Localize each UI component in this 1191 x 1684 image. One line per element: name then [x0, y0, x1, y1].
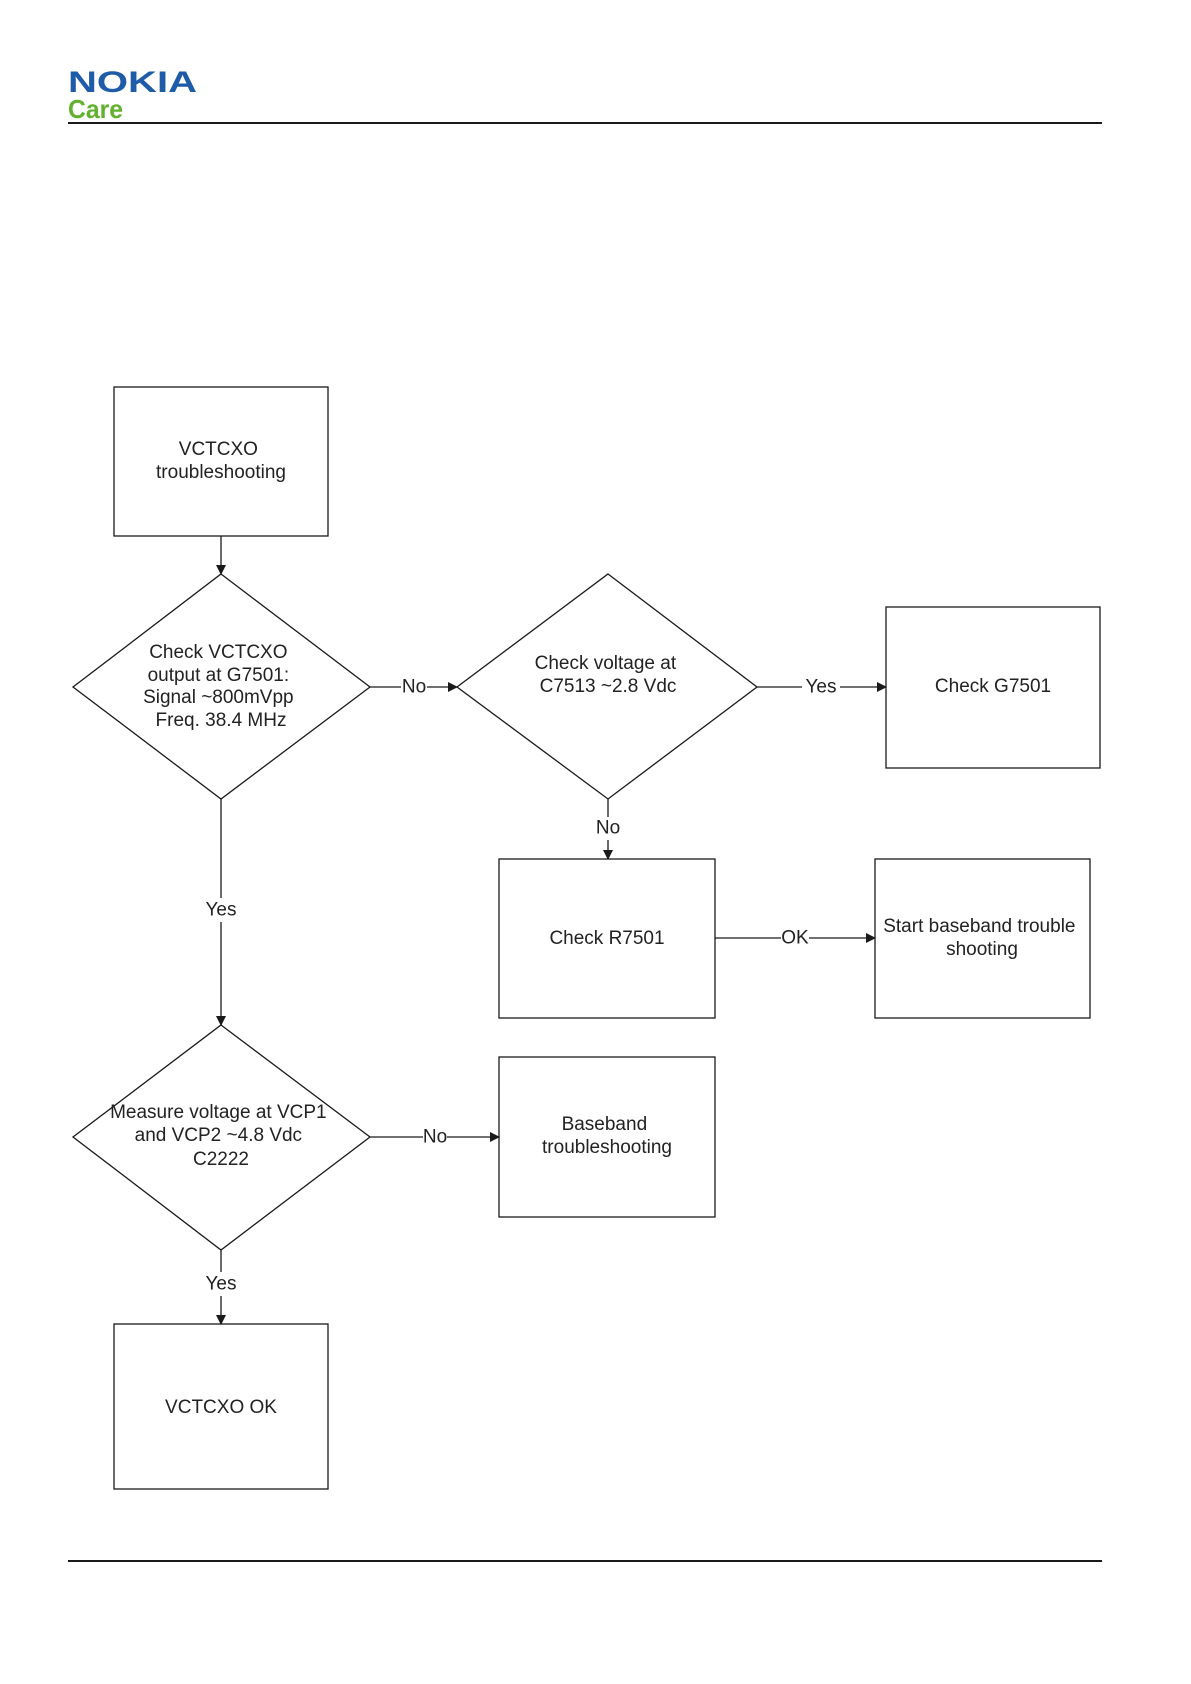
edge-label: No [596, 818, 620, 839]
edge-measure-to-baseband: No [370, 1127, 499, 1148]
node-label: Check VCTCXO output at G7501: Signal ~80… [143, 642, 299, 731]
node-label-line: Baseband [562, 1114, 648, 1135]
node-label-line: Measure voltage at VCP1 [110, 1102, 327, 1123]
node-label-line: C7513 ~2.8 Vdc [540, 676, 677, 697]
node-label-line: C2222 [193, 1149, 249, 1170]
node-start-baseband: Start baseband trouble shooting [875, 859, 1090, 1018]
edge-r7501-to-start-baseband: OK [715, 928, 875, 949]
node-label-line: Check R7501 [549, 928, 664, 949]
node-label: Check G7501 [935, 676, 1051, 697]
edge-label: OK [781, 928, 809, 949]
edge-voltage-to-r7501: No [596, 799, 620, 859]
node-start: VCTCXO troubleshooting [114, 387, 328, 536]
node-check-g7501: Check G7501 [886, 607, 1100, 768]
node-label-line: VCTCXO [179, 439, 258, 460]
node-label-line: Check G7501 [935, 676, 1051, 697]
node-vctcxo-ok: VCTCXO OK [114, 1324, 328, 1489]
node-label-line: Check voltage at [535, 653, 677, 674]
node-label: Check R7501 [549, 928, 664, 949]
node-label-line: troubleshooting [156, 462, 286, 483]
edge-label: Yes [206, 900, 237, 921]
node-label-line: output at G7501: [148, 665, 290, 686]
edge-output-to-measure: Yes [206, 799, 237, 1025]
edge-label: No [423, 1127, 447, 1148]
node-label-line: VCTCXO OK [165, 1397, 277, 1418]
edge-label: Yes [206, 1274, 237, 1295]
edge-output-to-voltage: No [370, 677, 457, 698]
node-check-voltage: Check voltage at C7513 ~2.8 Vdc [457, 574, 757, 799]
node-label-line: and VCP2 ~4.8 Vdc [135, 1125, 302, 1146]
node-measure-vcp: Measure voltage at VCP1 and VCP2 ~4.8 Vd… [73, 1025, 370, 1250]
node-label-line: Freq. 38.4 MHz [156, 710, 287, 731]
node-label-line: shooting [946, 939, 1018, 960]
node-label-line: Signal ~800mVpp [143, 687, 294, 708]
node-label-line: Start baseband trouble [883, 916, 1075, 937]
edge-label: Yes [806, 677, 837, 698]
node-label-line: Check VCTCXO [149, 642, 287, 663]
node-label: VCTCXO OK [165, 1397, 277, 1418]
sub-brand-name: Care [68, 94, 123, 124]
nokia-care-logo: NOKIA Care [68, 66, 197, 124]
edge-measure-to-ok: Yes [206, 1250, 237, 1324]
node-baseband: Baseband troubleshooting [499, 1057, 715, 1217]
node-check-r7501: Check R7501 [499, 859, 715, 1018]
node-label-line: troubleshooting [542, 1137, 672, 1158]
edge-voltage-to-g7501: Yes [757, 677, 886, 698]
edge-label: No [402, 677, 426, 698]
node-check-output: Check VCTCXO output at G7501: Signal ~80… [73, 574, 370, 799]
